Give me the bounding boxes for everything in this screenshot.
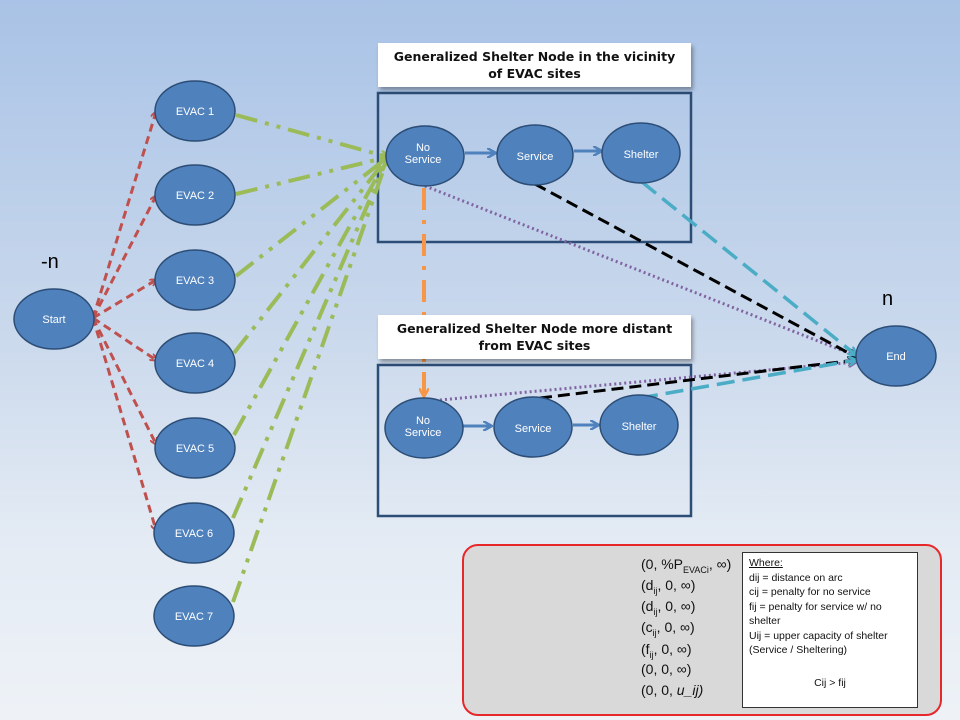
minus-n-label: -n <box>41 251 59 273</box>
arc-start-evac6 <box>91 317 156 530</box>
where-f-definition: fij = penalty for service w/ no shelter <box>749 600 882 628</box>
evac2-node-label: EVAC 2 <box>176 190 214 202</box>
lower-no-service-node <box>384 397 464 459</box>
upper-shelter-label: Shelter <box>624 149 659 161</box>
arc-start-evac5 <box>91 317 156 444</box>
arc-evac6-noservice <box>231 157 388 519</box>
lower-shelter-group-box <box>376 363 693 518</box>
evac3-node <box>154 249 236 311</box>
arc-upper-noservice-end <box>424 184 856 356</box>
start-to-evac-arcs <box>91 112 156 530</box>
arc-upper-shelter-end <box>640 180 856 355</box>
arc-evac4-noservice <box>232 157 388 355</box>
evac2-node <box>154 164 236 226</box>
where-u-definition: Uij = upper capacity of shelter (Service… <box>749 629 888 657</box>
end-node-label: End <box>886 351 906 363</box>
lower-shelter-label: Shelter <box>622 421 657 433</box>
evac1-node-label: EVAC 1 <box>176 106 214 118</box>
lower-group-title: Generalized Shelter Node more distant fr… <box>378 315 691 359</box>
upper-no-service-node <box>385 125 465 187</box>
evac5-node <box>154 417 236 479</box>
arc-upper-service-end <box>534 182 856 357</box>
where-condition: Cij > fij <box>814 676 846 689</box>
upper-shelter-node <box>601 122 681 184</box>
end-node <box>855 325 937 387</box>
arc-evac1-noservice <box>235 113 388 157</box>
n-label: n <box>882 288 893 310</box>
legend-label-black: (fij, 0, ∞) <box>641 641 692 660</box>
upper-service-label: Service <box>517 151 554 163</box>
where-definitions-box: Where: dij = distance on arc cij = penal… <box>742 552 918 708</box>
upper-service-node <box>496 124 574 186</box>
evac7-node <box>153 585 235 647</box>
legend-label-blue: (0, 0, u_ij) <box>641 682 704 698</box>
legend-label-orange: (dij, 0, ∞) <box>641 598 696 617</box>
where-c-definition: cij = penalty for no service <box>749 586 871 598</box>
lower-service-label: Service <box>515 423 552 435</box>
arc-evac5-noservice <box>232 157 390 436</box>
lower-shelter-node <box>599 394 679 456</box>
evac1-node <box>154 80 236 142</box>
evac7-node-label: EVAC 7 <box>175 611 213 623</box>
arc-evac3-noservice <box>234 157 388 278</box>
where-title: Where: <box>749 557 783 569</box>
upper-group-title: Generalized Shelter Node in the vicinity… <box>378 43 691 87</box>
start-node <box>13 288 95 350</box>
evac6-node <box>153 502 235 564</box>
legend-label-red: (0, %PEVACi, ∞) <box>641 556 732 575</box>
legend-label-green: (dij, 0, ∞) <box>641 577 696 596</box>
arc-start-evac2 <box>91 196 156 319</box>
legend-label-teal: (0, 0, ∞) <box>641 661 692 677</box>
evac4-node-label: EVAC 4 <box>176 358 214 370</box>
lower-service-node <box>493 396 573 458</box>
evac5-node-label: EVAC 5 <box>176 443 214 455</box>
arc-evac7-noservice <box>231 157 388 603</box>
arc-start-evac1 <box>91 112 156 319</box>
evac-to-shelter-arcs <box>231 113 390 603</box>
arc-lower-shelter-end <box>639 360 856 400</box>
evac3-node-label: EVAC 3 <box>176 275 214 287</box>
legend-label-purple: (cij, 0, ∞) <box>641 619 695 638</box>
evac6-node-label: EVAC 6 <box>175 528 213 540</box>
arc-start-evac4 <box>92 316 156 360</box>
evac4-node <box>154 332 236 394</box>
where-d-definition: dij = distance on arc <box>749 571 843 584</box>
start-node-label: Start <box>42 314 65 326</box>
